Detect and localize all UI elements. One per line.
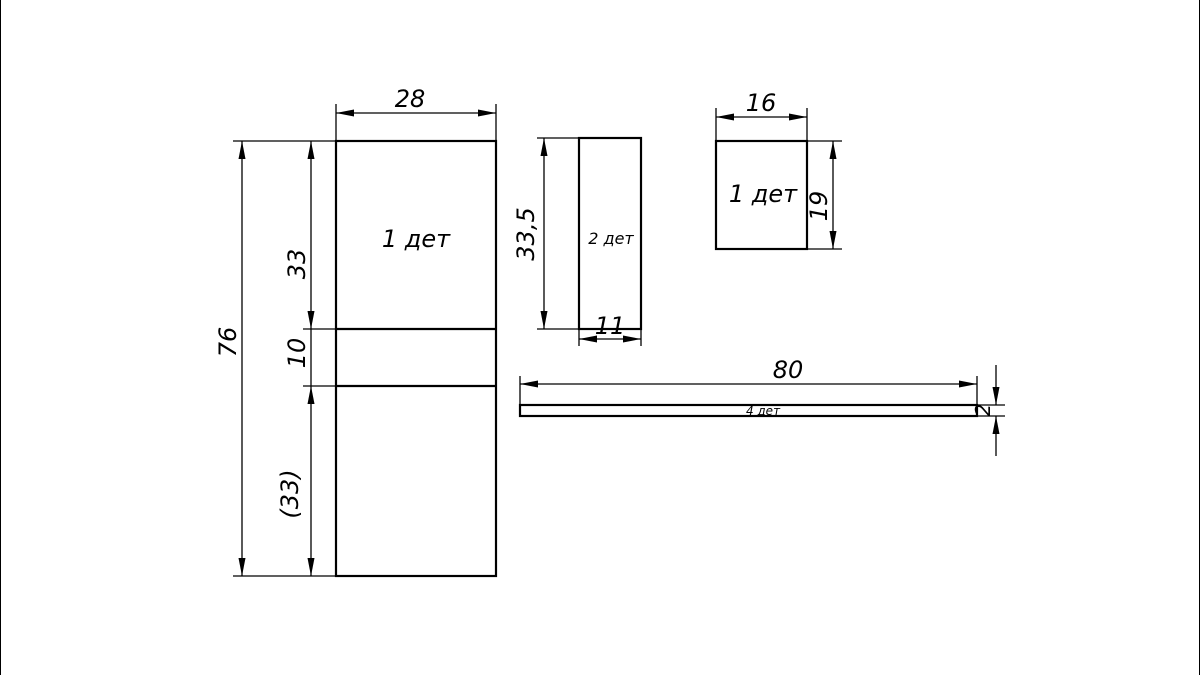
- large-panel: 1 дет: [334, 139, 498, 578]
- arrow-head: [992, 387, 1000, 405]
- dimension-long-strip-length: 80: [519, 356, 978, 404]
- dimension-narrow-panel-width: 11: [578, 312, 642, 346]
- long-strip-outline: [518, 403, 979, 418]
- small-square: 1 дет: [714, 139, 809, 251]
- dimension-large-panel-top-section: 33: [283, 141, 336, 330]
- dimension-value: (33): [276, 469, 304, 518]
- dimension-large-panel-total-height: 76: [214, 140, 336, 577]
- arrow-head: [623, 335, 641, 343]
- arrow-head: [520, 380, 538, 388]
- large-panel-outline: [334, 139, 498, 578]
- dimension-value: 19: [805, 191, 833, 222]
- dimension-value: 16: [746, 89, 777, 117]
- dimension-value: 80: [773, 356, 804, 384]
- arrow-head: [238, 141, 246, 159]
- arrow-head: [992, 416, 1000, 434]
- dimension-value: 28: [395, 85, 426, 113]
- arrow-head: [829, 141, 837, 159]
- dimension-large-panel-middle-section: 10: [283, 329, 336, 404]
- dimension-value: 2: [971, 404, 995, 417]
- large-panel-label: 1 дет: [382, 225, 451, 253]
- dimension-large-panel-bottom-section: (33): [276, 386, 315, 576]
- arrow-head: [716, 113, 734, 121]
- dimension-large-panel-width: 28: [335, 85, 497, 140]
- narrow-panel-outline: [577, 136, 643, 331]
- dimension-small-square-width: 16: [715, 89, 808, 140]
- small-square-label: 1 дет: [729, 180, 798, 208]
- long-strip: 4 дет: [518, 403, 979, 418]
- arrow-head: [959, 380, 977, 388]
- arrow-head: [307, 311, 315, 329]
- dimension-narrow-panel-height: 33,5: [512, 137, 579, 330]
- arrow-head: [540, 311, 548, 329]
- arrow-head: [307, 558, 315, 576]
- arrow-head: [829, 231, 837, 249]
- narrow-panel: 2 дет: [577, 136, 643, 331]
- dimension-value: 11: [595, 312, 626, 340]
- dimension-value: 33,5: [512, 207, 540, 260]
- dimension-value: 33: [283, 249, 311, 280]
- arrow-head: [307, 141, 315, 159]
- long-strip-label: 4 дет: [746, 404, 781, 418]
- dimension-value: 76: [214, 327, 242, 358]
- arrow-head: [579, 335, 597, 343]
- arrow-head: [789, 113, 807, 121]
- dimension-value: 10: [283, 338, 311, 369]
- arrow-head: [478, 109, 496, 117]
- small-square-outline: [714, 139, 809, 251]
- arrow-head: [336, 109, 354, 117]
- narrow-panel-label: 2 дет: [588, 229, 634, 248]
- arrow-head: [540, 138, 548, 156]
- arrow-head: [238, 558, 246, 576]
- dimension-long-strip-thickness: 2: [971, 365, 1005, 456]
- dimension-small-square-height: 19: [805, 140, 842, 250]
